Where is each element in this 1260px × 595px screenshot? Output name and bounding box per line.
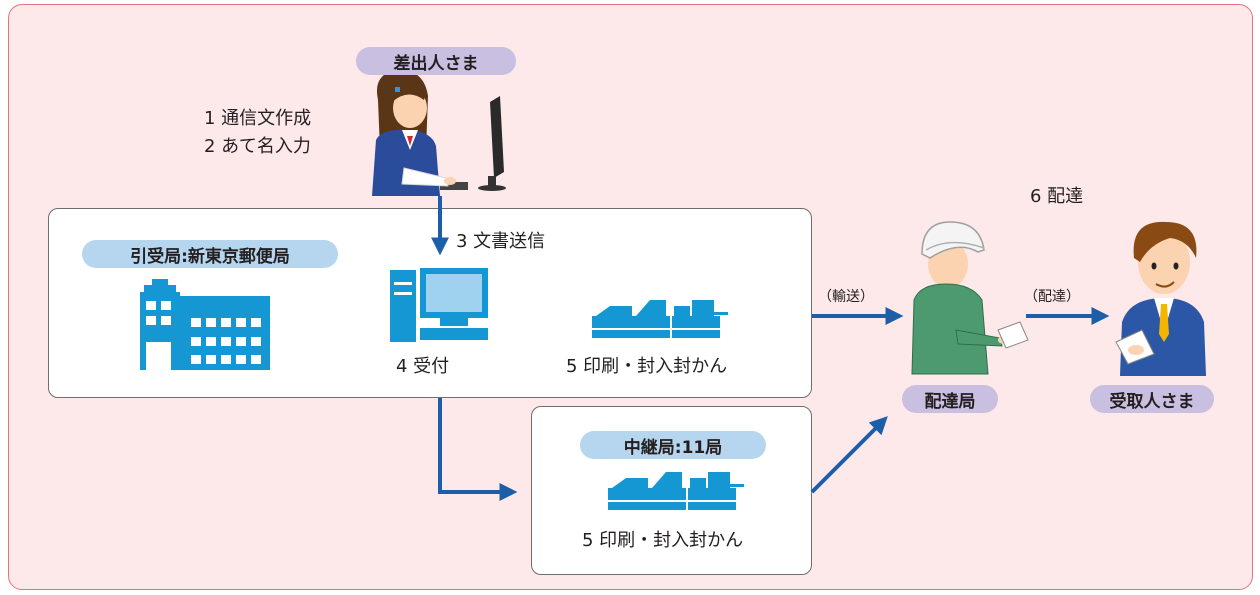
receiving-office-label: 引受局:新東京郵便局 [82,240,338,268]
recipient-label: 受取人さま [1090,385,1214,413]
delivery-label: （配達） [1024,289,1080,305]
delivery-office-label: 配達局 [902,385,998,413]
relay-office-label: 中継局:11局 [580,431,766,459]
step-compose: 1 通信文作成 [204,108,312,129]
transport-label: （輸送） [818,289,874,305]
step-address: 2 あて名入力 [204,136,311,157]
relay-arrow [438,398,518,501]
sender-label: 差出人さま [356,47,516,75]
step-deliver: 6 配達 [1030,186,1084,207]
step-send: 3 文書送信 [456,231,546,252]
reception-label: 4 受付 [396,356,450,377]
relay-printing-label: 5 印刷・封入封かん [582,530,744,551]
relay-to-delivery-arrow [810,416,888,494]
printing-label: 5 印刷・封入封かん [566,356,728,377]
